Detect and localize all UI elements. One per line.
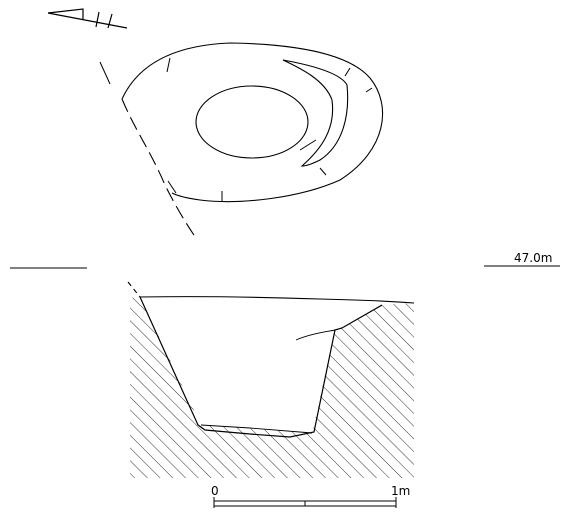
slope-ticks bbox=[99, 57, 373, 201]
plan-view bbox=[99, 42, 383, 239]
ground-surface-line bbox=[139, 296, 415, 304]
scale-bar-start-label: 0 bbox=[211, 484, 219, 498]
elevation-label: 47.0m bbox=[514, 251, 552, 265]
pit-outline-dashed-edge bbox=[121, 98, 197, 239]
layer-boundary-line bbox=[295, 329, 336, 341]
section-hatching bbox=[130, 297, 414, 478]
scale-bar bbox=[213, 497, 397, 508]
pit-outline-plan bbox=[121, 42, 383, 203]
section-view bbox=[127, 281, 415, 478]
north-arrow-icon bbox=[47, 8, 128, 29]
pit-floor-inner-line bbox=[200, 424, 313, 434]
scale-bar-end-label: 1m bbox=[391, 484, 410, 498]
pit-profile bbox=[139, 296, 383, 438]
pit-bottom-outline bbox=[195, 85, 309, 159]
crescent-step bbox=[282, 59, 349, 167]
profile-dashed-extension bbox=[127, 281, 141, 298]
